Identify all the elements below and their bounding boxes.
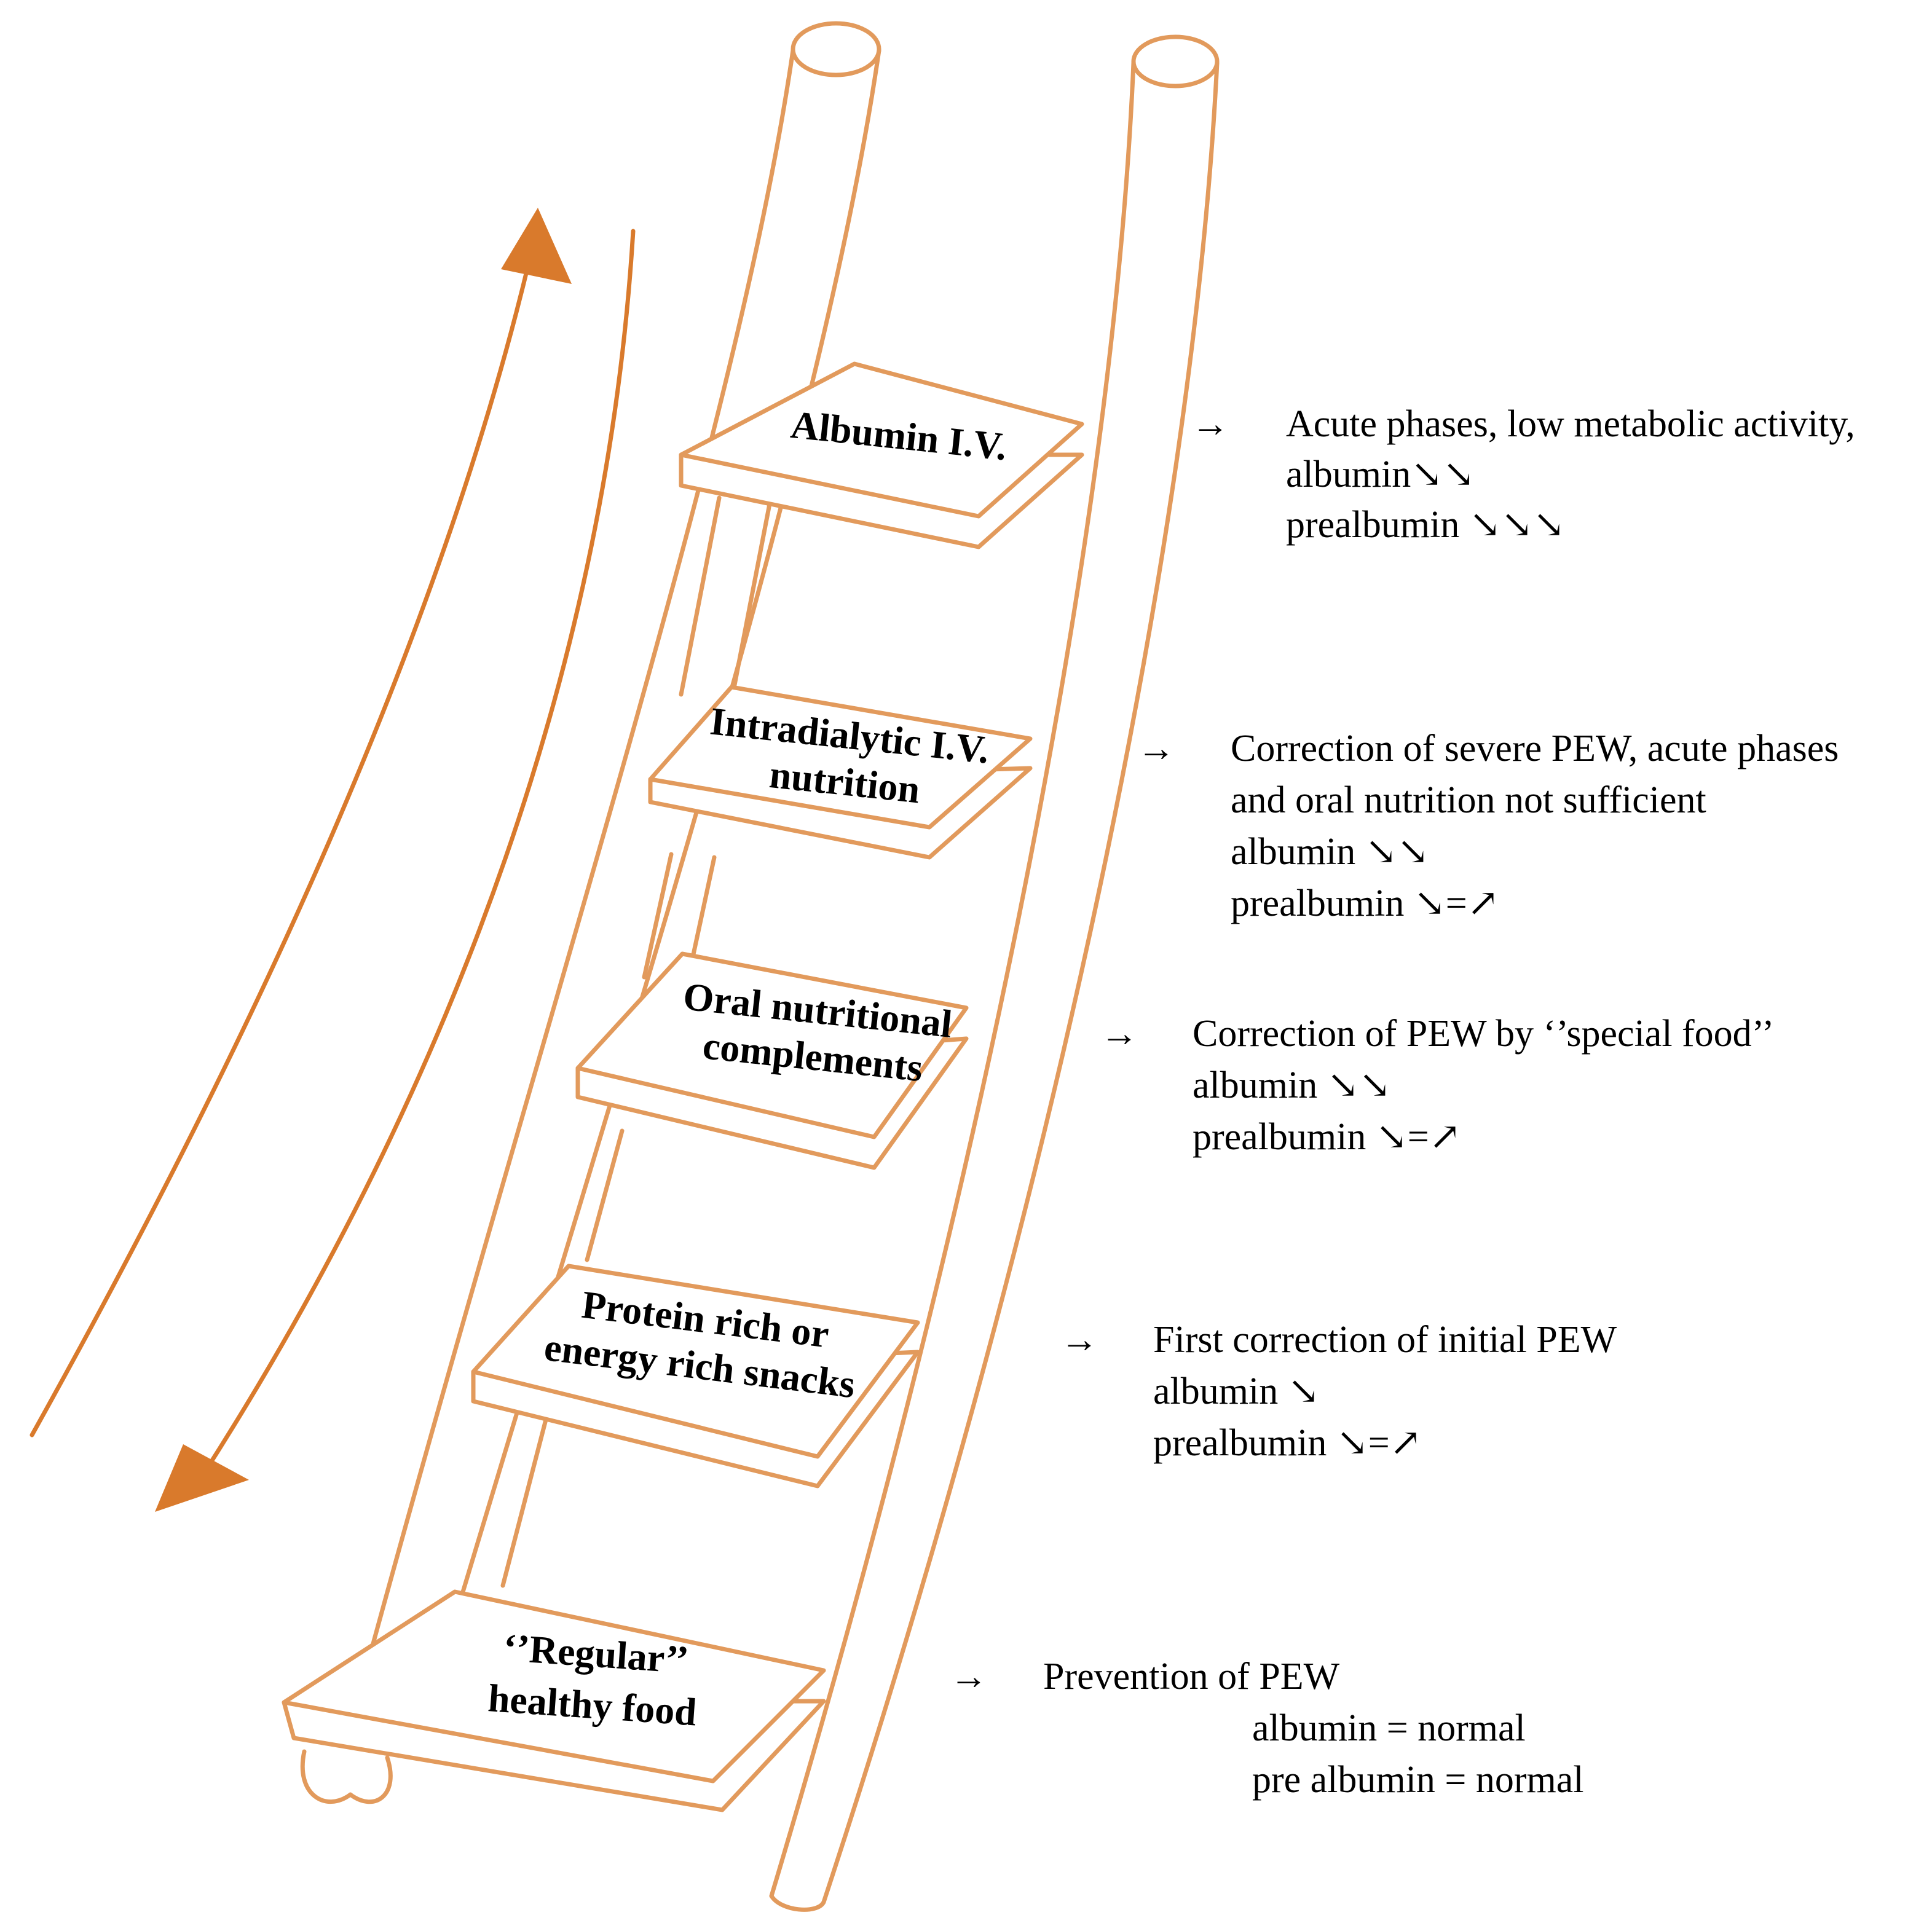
step-oral-complements: Oral nutritionalcomplements <box>575 951 969 1170</box>
note-intradialytic-iv: → Correction of severe PEW, acute phases a… <box>1137 728 1839 924</box>
step-face <box>282 1589 826 1783</box>
note-line: prealbumin ↘=↗ <box>1153 1422 1422 1464</box>
note-line: Prevention of PEW <box>1043 1656 1340 1697</box>
right-arrow-icon: → <box>1191 403 1229 445</box>
right-arrow-icon: → <box>1100 1013 1138 1055</box>
note-line: First correction of initial PEW <box>1153 1319 1617 1361</box>
note-line: prealbumin ↘↘↘ <box>1286 504 1565 546</box>
note-line: albumin ↘↘ <box>1231 831 1429 873</box>
step-face <box>575 951 969 1139</box>
note-albumin-iv: → Acute phases, low metabolic activity, al… <box>1191 403 1855 546</box>
step-albumin-iv: Albumin I.V. <box>679 361 1084 549</box>
note-line: albumin ↘ <box>1153 1370 1320 1412</box>
note-line: and oral nutrition not sufficient <box>1231 779 1706 821</box>
step-intradialytic-iv: Intradialytic I.V.nutrition <box>648 685 1033 860</box>
curved-down-arrow-icon <box>155 229 636 1512</box>
note-line: albumin ↘↘ <box>1193 1064 1391 1106</box>
note-line: prealbumin ↘=↗ <box>1193 1116 1461 1158</box>
note-line: Acute phases, low metabolic activity, <box>1286 403 1855 445</box>
step-label: ‘’Regular’’healthy food <box>487 1624 702 1734</box>
right-arrow-icon: → <box>950 1656 988 1697</box>
note-line: albumin = normal <box>1252 1707 1526 1749</box>
note-line: pre albumin = normal <box>1252 1759 1583 1801</box>
right-arrow-icon: → <box>1060 1319 1098 1361</box>
step-face <box>679 361 1084 519</box>
note-regular-food: → Prevention of PEW albumin = normal pre al… <box>950 1656 1583 1801</box>
notes-layer: → Acute phases, low metabolic activity, al… <box>950 403 1855 1801</box>
curved-up-arrow-icon <box>30 208 572 1437</box>
note-line: Correction of severe PEW, acute phases <box>1231 728 1839 769</box>
note-line: albumin↘↘ <box>1286 454 1475 495</box>
note-snacks: → First correction of initial PEW albumin … <box>1060 1319 1617 1464</box>
step-face <box>471 1264 920 1459</box>
step-face <box>648 685 1033 830</box>
steps-layer: Albumin I.V. Intradialytic I.V.nutritionO… <box>282 361 1084 1812</box>
step-snacks: Protein rich orenergy rich snacks <box>471 1264 920 1488</box>
note-line: Correction of PEW by ‘’special food’’ <box>1193 1013 1774 1055</box>
note-oral-complements: → Correction of PEW by ‘’special food’’ al… <box>1100 1013 1774 1158</box>
note-line: prealbumin ↘=↗ <box>1231 883 1499 924</box>
right-arrow-icon: → <box>1137 728 1175 769</box>
step-regular-food: ‘’Regular’’healthy food <box>282 1589 826 1812</box>
